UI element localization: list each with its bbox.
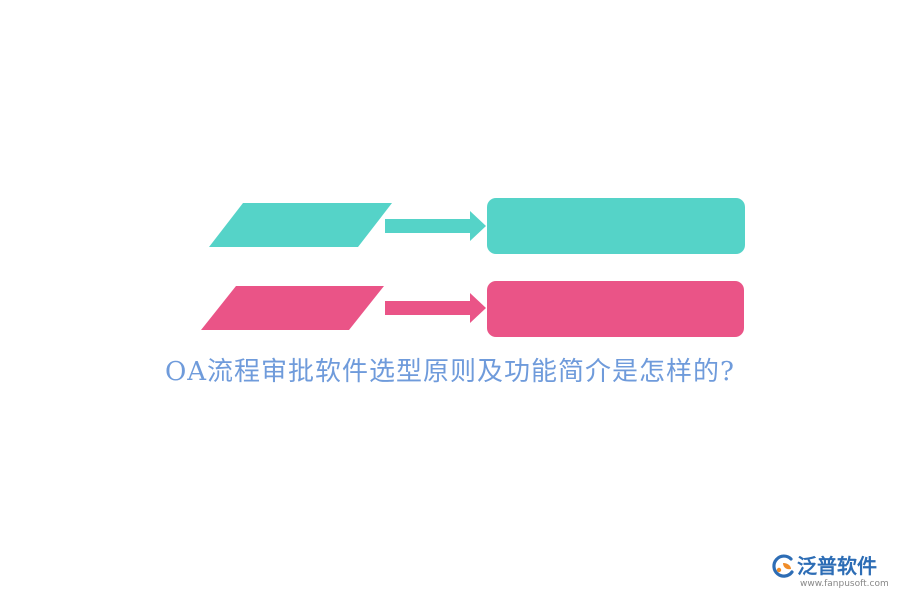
brand-url: www.fanpusoft.com (800, 579, 889, 589)
teal-rounded-box (487, 198, 745, 254)
pink-rounded-box (487, 281, 744, 337)
brand-watermark: 泛普软件 www.fanpusoft.com (770, 552, 895, 592)
pink-arrow (385, 293, 486, 323)
page-title: OA流程审批软件选型原则及功能简介是怎样的? (164, 357, 736, 387)
brand-name: 泛普软件 (797, 554, 877, 578)
pink-parallelogram (201, 286, 384, 330)
teal-arrow (385, 211, 486, 241)
fanpu-logo-icon (772, 554, 794, 578)
teal-parallelogram (209, 203, 392, 247)
